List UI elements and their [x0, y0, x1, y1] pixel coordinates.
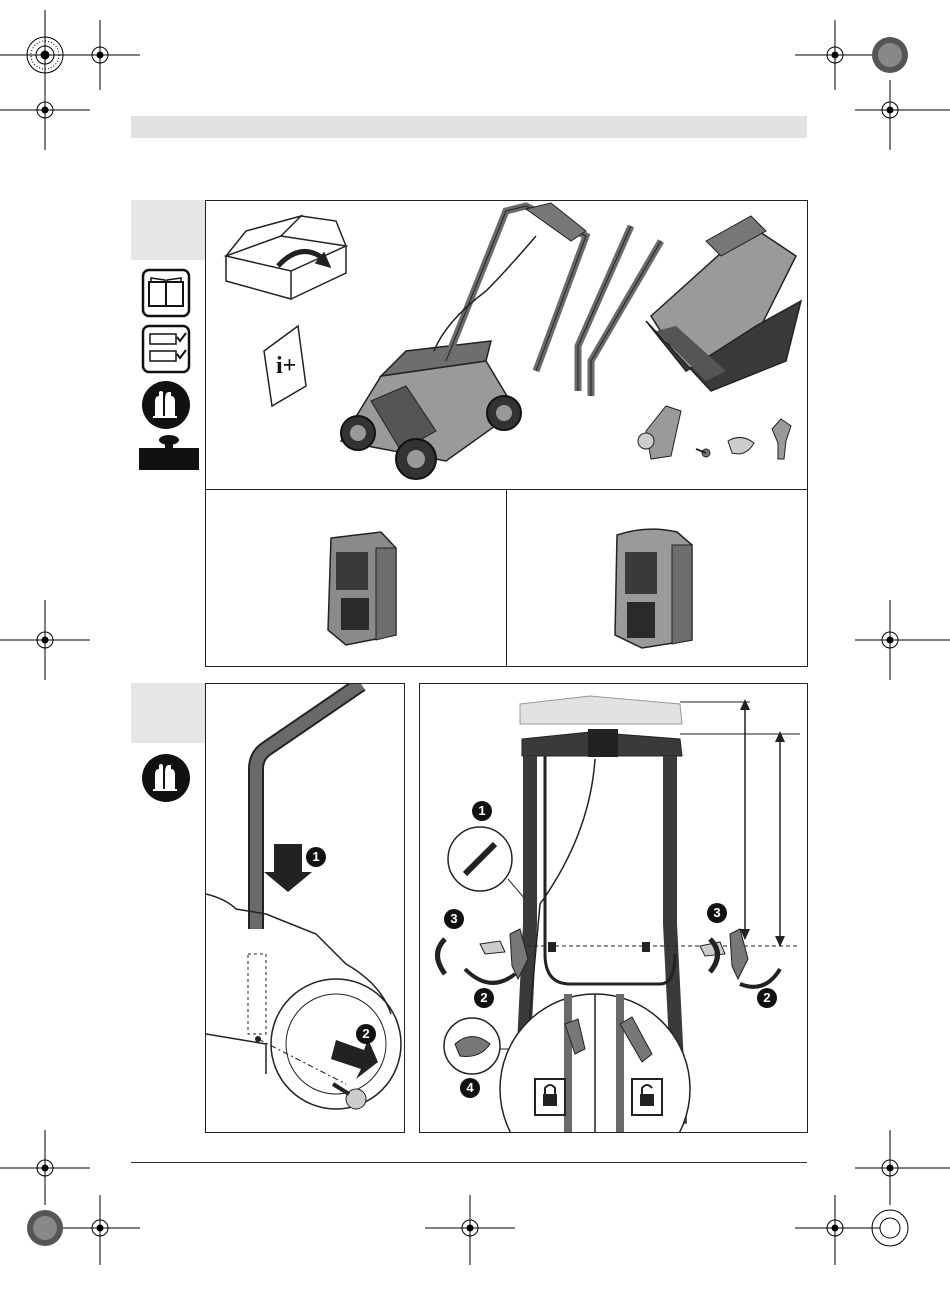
small-parts-drawing: [638, 406, 791, 459]
section-tab-1: [131, 200, 205, 260]
info-sheet-icon: i+: [264, 326, 306, 406]
handle-rods-drawing: [578, 226, 661, 396]
section-tab-2: [131, 683, 205, 743]
footer-rule: [131, 1162, 807, 1163]
checklist-icon: [141, 324, 191, 374]
callout-screw-left: 3: [444, 909, 464, 929]
manual-icon: [141, 268, 191, 318]
callout-clip: 4: [460, 1078, 480, 1098]
gloves-icon: [141, 380, 191, 430]
header-band: [131, 116, 807, 138]
callout-screw-right: 3: [707, 903, 727, 923]
lower-handle-assembly-panel: 1 2: [205, 683, 405, 1133]
battery-pack-large-drawing: [615, 529, 692, 648]
callout-lever-right: 2: [757, 988, 777, 1008]
lawn-mower-drawing: [341, 203, 586, 479]
callout-insert: 1: [306, 847, 326, 867]
lock-open-icon: [632, 1079, 662, 1115]
battery-pack-small-drawing: [328, 532, 396, 645]
callout-connector: 1: [472, 801, 492, 821]
battery-variant-right-panel: [506, 489, 808, 667]
weight-icon: [139, 434, 199, 470]
svg-text:i+: i+: [276, 353, 296, 379]
open-box-icon: [226, 216, 346, 299]
upper-handle-assembly-panel: 1 3 3 2 2 4: [419, 683, 808, 1133]
battery-variant-left-panel: [205, 489, 507, 667]
delivery-contents-panel: i+: [205, 200, 808, 490]
gloves-icon-section2: [141, 753, 191, 803]
callout-push: 2: [356, 1024, 376, 1044]
lock-closed-icon: [535, 1079, 565, 1115]
grass-box-drawing: [646, 216, 801, 391]
callout-lever-left: 2: [474, 988, 494, 1008]
